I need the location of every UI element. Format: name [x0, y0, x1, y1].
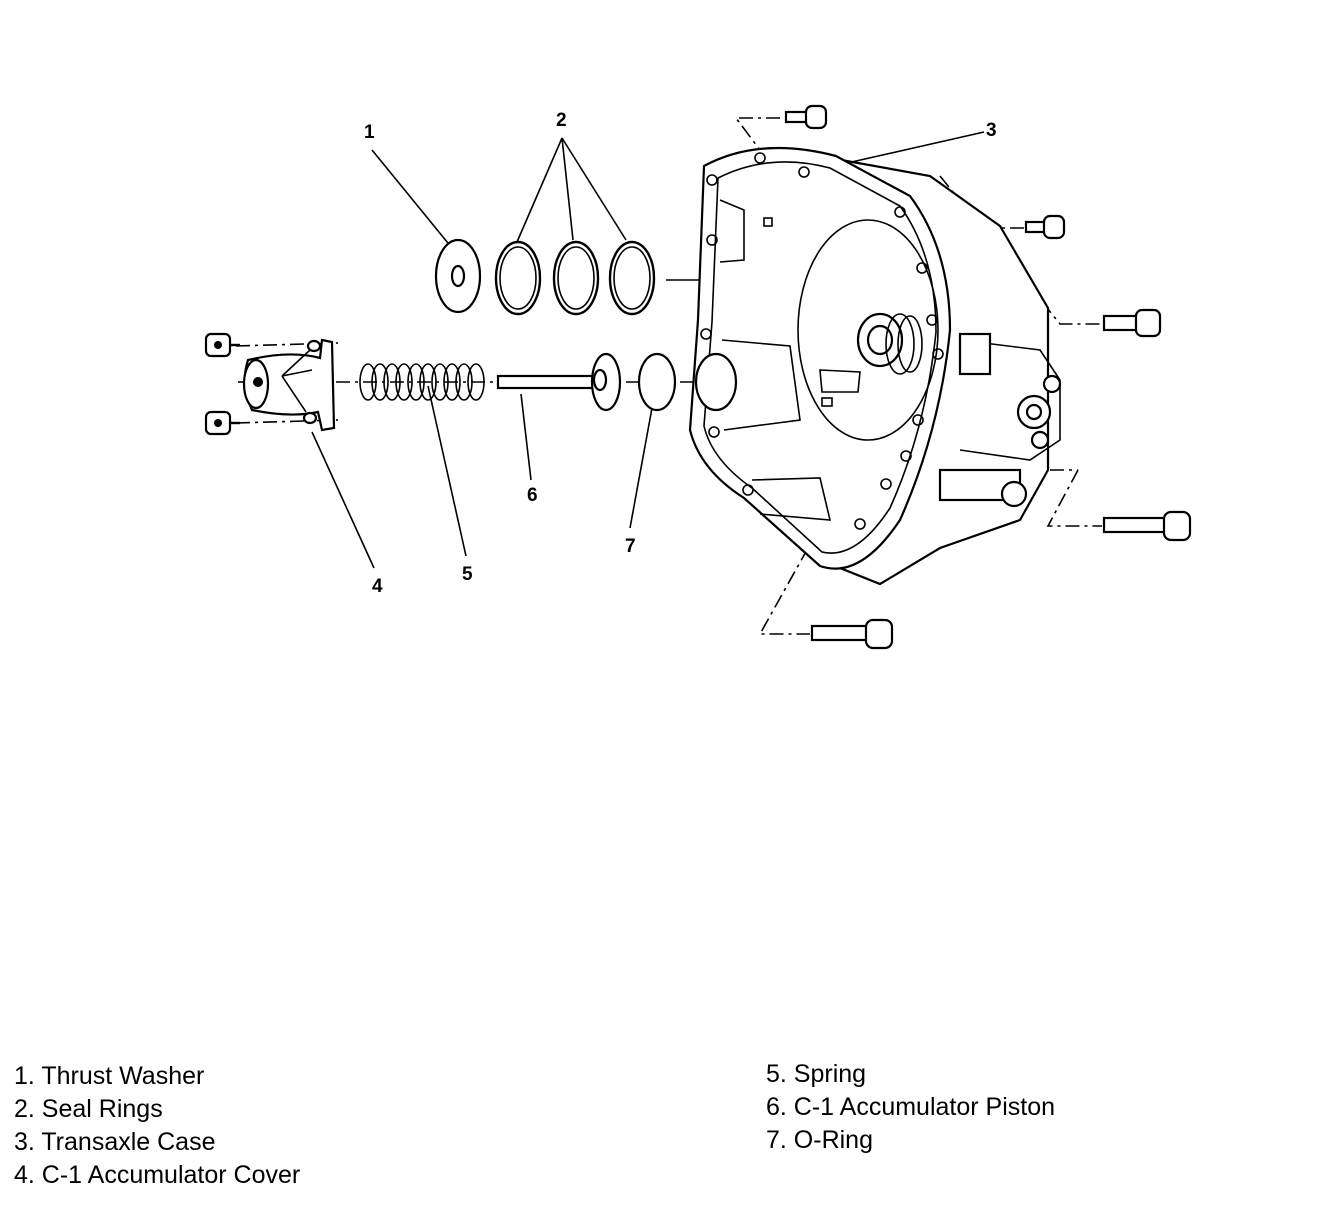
callout-3: 3 [986, 120, 997, 141]
o-ring-icon [637, 352, 677, 412]
legend-left: 1. Thrust Washer 2. Seal Rings 3. Transa… [14, 1060, 300, 1192]
spring-icon [359, 363, 485, 401]
legend-item: 1. Thrust Washer [14, 1062, 205, 1090]
callout-5: 5 [462, 564, 473, 585]
seal-ring-icon [494, 240, 542, 316]
thrust-washer-icon [434, 238, 482, 314]
bolt-icon [1102, 308, 1162, 338]
piston-icon [496, 352, 622, 412]
legend-item: 2. Seal Rings [14, 1095, 163, 1123]
legend-item: 5. Spring [766, 1060, 867, 1088]
callout-2: 2 [556, 110, 567, 131]
accumulator-cover-icon [242, 338, 336, 432]
bolt-icon [1102, 510, 1192, 542]
legend-right: 5. Spring 6. C-1 Accumulator Piston 7. O… [766, 1058, 1055, 1157]
callout-7: 7 [625, 536, 636, 557]
callout-1: 1 [364, 122, 375, 143]
bolt-icon [784, 104, 828, 130]
seal-ring-icon [608, 240, 656, 316]
legend-item: 3. Transaxle Case [14, 1128, 216, 1156]
bolt-icon [204, 332, 240, 358]
exploded-view-diagram: 1 2 3 4 5 6 7 [204, 104, 1192, 650]
legend-item: 4. C-1 Accumulator Cover [14, 1161, 301, 1189]
bolt-icon [810, 618, 894, 650]
legend-item: 6. C-1 Accumulator Piston [766, 1093, 1056, 1121]
callout-6: 6 [527, 485, 538, 506]
transaxle-case-icon [688, 146, 1062, 586]
bolt-icon [204, 410, 240, 436]
legend-item: 7. O-Ring [766, 1126, 873, 1154]
callout-4: 4 [372, 576, 383, 597]
bolt-icon [1024, 214, 1066, 240]
leader-lines [311, 131, 985, 569]
seal-ring-icon [552, 240, 600, 316]
